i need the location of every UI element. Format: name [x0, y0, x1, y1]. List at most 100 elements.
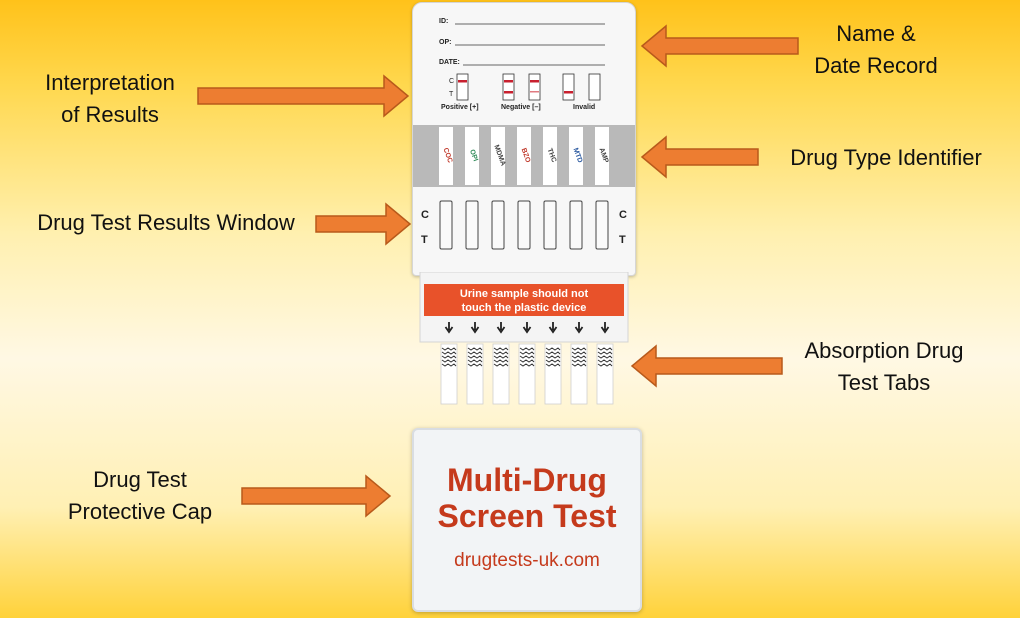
warning-line-1: Urine sample should not [460, 288, 589, 300]
legend-positive-t: T [449, 91, 454, 98]
legend-invalid-window-2 [588, 73, 601, 101]
label-name-date-line1: Name & [836, 21, 916, 46]
label-protective-cap-line1: Drug Test [93, 467, 187, 492]
window-c-right: C [619, 209, 627, 221]
arrow-drug-type [640, 135, 759, 179]
tab-wave-mark [467, 355, 483, 359]
label-absorption: Absorption Drug Test Tabs [784, 335, 984, 399]
tab-wave-mark [519, 363, 535, 367]
absorption-tab [544, 343, 562, 405]
result-window [595, 200, 609, 250]
tab-wave-mark [571, 351, 587, 355]
results-windows [439, 200, 609, 250]
tab-wave-mark [467, 359, 483, 363]
label-protective-cap-line2: Protective Cap [67, 499, 213, 524]
protective-cap: Multi-Drug Screen Test drugtests-uk.com [412, 428, 642, 612]
tab-wave-mark [493, 355, 509, 359]
tab-wave-mark [571, 355, 587, 359]
label-interpretation: Interpretation of Results [20, 67, 200, 131]
tab-wave-mark [519, 355, 535, 359]
window-c-left: C [421, 209, 429, 221]
legend-positive-c: C [449, 78, 454, 85]
arrow-name-date [640, 24, 799, 68]
down-arrow-icon [574, 322, 584, 334]
absorption-tab [466, 343, 484, 405]
arrow-absorption [630, 344, 783, 388]
tab-wave-mark [519, 347, 535, 351]
result-window [491, 200, 505, 250]
field-id-label: ID: [439, 18, 448, 25]
down-arrow-icon [548, 322, 558, 334]
tab-wave-mark [545, 363, 561, 367]
result-window [439, 200, 453, 250]
absorption-tabs [440, 322, 614, 405]
arrow-interpretation [197, 74, 410, 118]
result-window [517, 200, 531, 250]
drug-strip [491, 127, 505, 185]
window-t-left: T [421, 234, 428, 246]
tab-wave-mark [441, 351, 457, 355]
field-op-label: OP: [439, 39, 451, 46]
absorption-tab [440, 343, 458, 405]
legend-positive-window [456, 73, 469, 101]
drug-strip [595, 127, 609, 185]
tab-wave-mark [597, 363, 613, 367]
cap-title-line1: Multi-Drug [447, 462, 607, 498]
legend-invalid-t-line [564, 91, 573, 94]
tab-wave-mark [493, 363, 509, 367]
cap-url: drugtests-uk.com [454, 550, 600, 571]
tab-wave-mark [493, 347, 509, 351]
legend-negative-window-1 [502, 73, 515, 101]
label-name-date: Name & Date Record [800, 18, 952, 82]
result-window [569, 200, 583, 250]
legend-positive-c-line [458, 80, 467, 83]
tab-wave-mark [597, 347, 613, 351]
result-window [543, 200, 557, 250]
legend-negative-1-c-line [504, 80, 513, 83]
drug-strip [517, 127, 531, 185]
tab-wave-mark [441, 347, 457, 351]
drug-strip [569, 127, 583, 185]
tab-wave-mark [571, 347, 587, 351]
field-date-label: DATE: [439, 59, 460, 66]
legend-negative-2-c-line [530, 80, 539, 83]
absorption-tab [518, 343, 536, 405]
warning-line-2: touch the plastic device [462, 302, 587, 314]
drug-code-label: OPI [468, 149, 479, 163]
tab-wave-mark [597, 355, 613, 359]
tab-wave-mark [441, 355, 457, 359]
drug-code-label: MTD [572, 147, 584, 164]
down-arrow-icon [470, 322, 480, 334]
tab-wave-mark [597, 351, 613, 355]
legend-invalid-label: Invalid [573, 104, 595, 111]
label-name-date-line2: Date Record [814, 53, 938, 78]
down-arrow-icon [522, 322, 532, 334]
test-device: ID: OP: DATE: C T Positive [+] Negative … [412, 2, 636, 276]
arrow-protective-cap [241, 474, 392, 518]
tab-wave-mark [571, 363, 587, 367]
tab-wave-mark [467, 363, 483, 367]
legend-negative-label: Negative [–] [501, 104, 541, 111]
test-device-face: ID: OP: DATE: C T Positive [+] Negative … [413, 18, 635, 250]
legend-invalid-window-1 [562, 73, 575, 101]
result-window [465, 200, 479, 250]
tab-wave-mark [493, 359, 509, 363]
legend-negative-2-t-line [530, 91, 539, 93]
legend-negative-1-t-line [504, 91, 513, 94]
legend-positive-label: Positive [+] [441, 104, 479, 111]
down-arrow-icon [600, 322, 610, 334]
tab-wave-mark [493, 351, 509, 355]
drug-code-label: COC [441, 147, 453, 164]
tab-wave-mark [545, 355, 561, 359]
label-drug-type: Drug Type Identifier [790, 145, 982, 170]
legend-negative-window-2 [528, 73, 541, 101]
drug-code-label: THC [546, 148, 557, 164]
window-t-right: T [619, 234, 626, 246]
drug-code-label: BZO [520, 147, 532, 164]
tab-wave-mark [467, 351, 483, 355]
drug-strip [439, 127, 453, 185]
tab-wave-mark [519, 359, 535, 363]
tab-wave-mark [545, 359, 561, 363]
absorption-tab [492, 343, 510, 405]
